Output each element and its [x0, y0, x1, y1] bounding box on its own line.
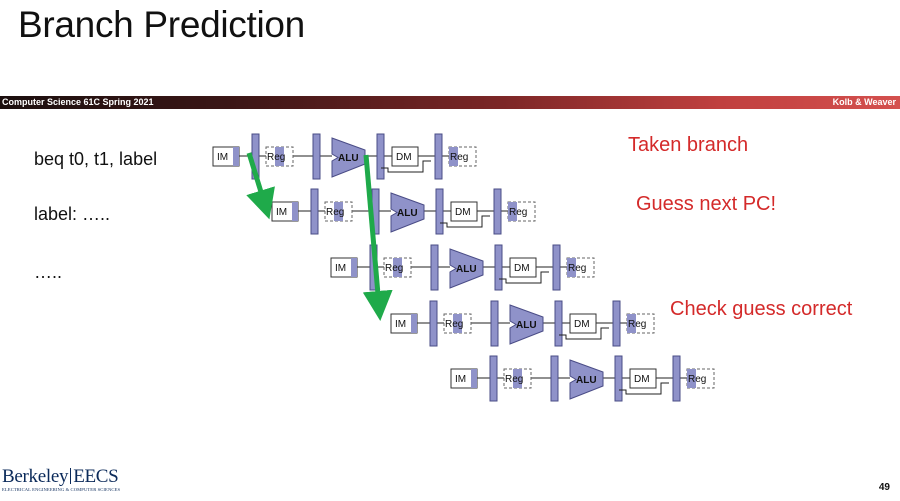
pipeline-register	[429, 300, 438, 347]
reg-writeback-label: Reg	[688, 374, 706, 385]
note-taken-branch: Taken branch	[628, 134, 749, 156]
dm-label: DM	[396, 152, 412, 163]
alu-label: ALU	[516, 320, 537, 331]
check-guess-arrow	[362, 154, 393, 321]
pipeline-register	[489, 355, 498, 402]
logo-subtitle: ELECTRICAL ENGINEERING & COMPUTER SCIENC…	[2, 487, 121, 492]
note-guess-next-pc: Guess next PC!	[636, 193, 777, 215]
data-memory-box	[629, 368, 657, 389]
pipeline-register	[310, 188, 319, 235]
alu-shape	[509, 304, 544, 345]
alu-shape	[449, 248, 484, 289]
pipeline-row-2: IM Reg ALU DM Reg	[271, 188, 536, 235]
dm-label: DM	[514, 263, 530, 274]
guess-next-pc-arrow	[246, 152, 275, 220]
im-label: IM	[217, 152, 228, 163]
reg-writeback-label: Reg	[509, 207, 527, 218]
reg-writeback-label: Reg	[450, 152, 468, 163]
im-label: IM	[395, 319, 406, 330]
pipeline-register	[554, 300, 563, 347]
banner-authors: Kolb & Weaver	[832, 97, 896, 107]
banner-course-name: Computer Science 61C Spring 2021	[2, 97, 154, 107]
alu-label: ALU	[338, 153, 359, 164]
pipeline-register	[434, 133, 443, 180]
reg-label: Reg	[267, 152, 285, 163]
pipeline-register	[612, 300, 621, 347]
reg-writeback-label: Reg	[628, 319, 646, 330]
alu-shape	[569, 359, 604, 400]
logo-eecs: EECS	[73, 466, 119, 487]
pipeline-register	[430, 244, 439, 291]
course-banner: Computer Science 61C Spring 2021 Kolb & …	[0, 96, 900, 109]
logo-berkeley: Berkeley	[2, 466, 69, 487]
im-label: IM	[335, 263, 346, 274]
page-number: 49	[878, 482, 890, 493]
data-memory-box	[391, 146, 419, 167]
pipeline-row-4: IM Reg ALU DM Reg	[390, 300, 655, 347]
alu-shape	[331, 137, 366, 178]
dm-label: DM	[634, 374, 650, 385]
alu-shape	[390, 192, 425, 233]
pipeline-register	[672, 355, 681, 402]
alu-label: ALU	[456, 264, 477, 275]
im-label: IM	[455, 374, 466, 385]
code-line-label: label: …..	[34, 204, 111, 224]
note-check-guess: Check guess correct	[670, 298, 853, 320]
pipeline-register	[376, 133, 385, 180]
pipeline-register	[490, 300, 499, 347]
reg-label: Reg	[505, 374, 523, 385]
pipeline-row-1: IM Reg ALU DM Reg	[212, 133, 477, 180]
reg-writeback-label: Reg	[568, 263, 586, 274]
pipeline-register	[550, 355, 559, 402]
slide-title: Branch Prediction	[18, 4, 305, 45]
dm-label: DM	[455, 207, 471, 218]
pipeline-register	[552, 244, 561, 291]
pipeline-register	[435, 188, 444, 235]
data-memory-box	[450, 201, 478, 222]
pipeline-register	[493, 188, 502, 235]
data-memory-box	[569, 313, 597, 334]
reg-label: Reg	[445, 319, 463, 330]
pipeline-row-3: IM Reg ALU DM Reg	[330, 244, 595, 291]
reg-label: Reg	[326, 207, 344, 218]
code-line-beq: beq t0, t1, label	[34, 149, 158, 169]
alu-label: ALU	[397, 208, 418, 219]
code-line-ellipsis: …..	[34, 262, 63, 282]
prediction-arrows	[246, 152, 393, 321]
dm-label: DM	[574, 319, 590, 330]
data-memory-box	[509, 257, 537, 278]
pipeline-register	[614, 355, 623, 402]
im-label: IM	[276, 207, 287, 218]
pipeline-register	[494, 244, 503, 291]
pipeline-row-5: IM Reg ALU DM Reg	[450, 355, 715, 402]
pipeline-register	[312, 133, 321, 180]
alu-label: ALU	[576, 375, 597, 386]
reg-label: Reg	[385, 263, 403, 274]
